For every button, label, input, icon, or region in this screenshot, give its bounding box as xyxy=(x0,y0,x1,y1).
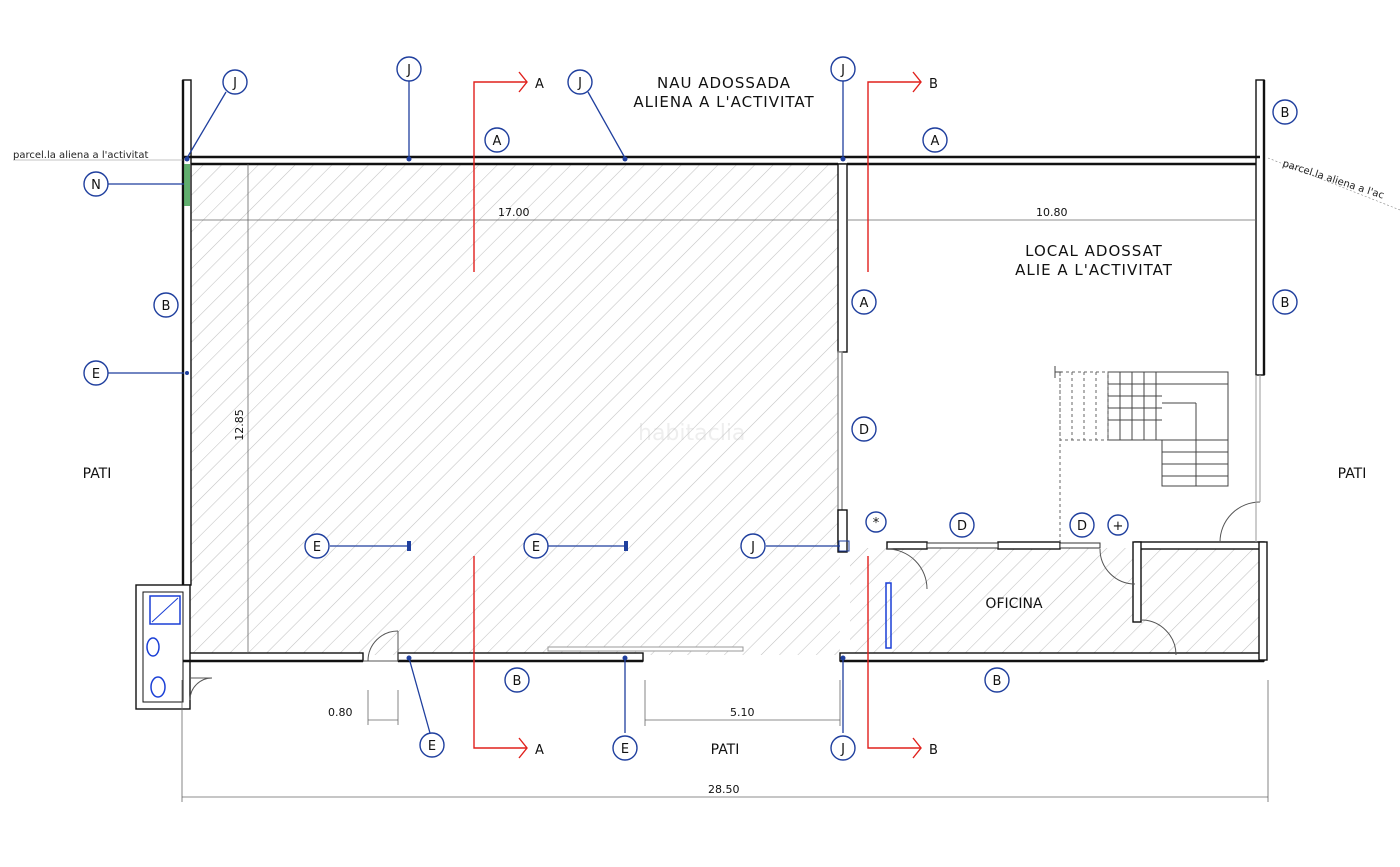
tag-j-mid: J xyxy=(750,540,755,555)
plus-icon: + xyxy=(1113,519,1124,534)
tag-j-top4: J xyxy=(840,63,845,78)
tag-e-mid2: E xyxy=(532,540,540,555)
label-pati-bottom: PATI xyxy=(711,742,740,758)
tag-j-top3: J xyxy=(577,76,582,91)
label-local-line2: ALIE A L'ACTIVITAT xyxy=(1015,261,1173,279)
label-nau-line2: ALIENA A L'ACTIVITAT xyxy=(633,93,814,111)
windows xyxy=(547,542,1101,652)
tag-labels: J J J J N B E E E J E E J A A A D B B B … xyxy=(91,63,1289,757)
tag-n-left: N xyxy=(91,178,101,193)
tag-e-bottom1: E xyxy=(428,739,436,754)
dim-width-main: 17.00 xyxy=(498,206,530,219)
label-parcela-left: parcel.la aliena a l'activitat xyxy=(13,150,148,161)
tag-b-right1: B xyxy=(1281,106,1290,121)
tag-d-office1: D xyxy=(957,519,967,534)
tag-d-office2: D xyxy=(1077,519,1087,534)
dim-depth: 12.85 xyxy=(233,409,246,441)
tag-j-bottom: J xyxy=(840,742,845,757)
label-local-line1: LOCAL ADOSSAT xyxy=(1025,242,1163,260)
staircase xyxy=(1054,366,1229,542)
toilet-icon xyxy=(150,676,166,698)
green-fixture xyxy=(184,164,190,206)
tag-a-mid: A xyxy=(860,296,869,311)
dim-opening-width: 5.10 xyxy=(730,706,755,719)
section-lines xyxy=(473,71,922,759)
tag-b-bottom2: B xyxy=(993,674,1002,689)
tag-b-right2: B xyxy=(1281,296,1290,311)
label-nau-line1: NAU ADOSSADA xyxy=(657,74,791,92)
asterisk-icon: * xyxy=(873,516,880,531)
tag-a-top2: A xyxy=(931,134,940,149)
sink-icon xyxy=(149,595,181,625)
office-floor xyxy=(850,548,1260,655)
tag-b-bottom1: B xyxy=(513,674,522,689)
leader-lines xyxy=(108,80,844,734)
label-pati-left: PATI xyxy=(83,466,112,482)
main-warehouse-floor xyxy=(190,163,840,655)
tag-j-top1: J xyxy=(232,76,237,91)
tag-b-left: B xyxy=(162,299,171,314)
section-a-top: A xyxy=(535,77,544,92)
tag-e-mid1: E xyxy=(313,540,321,555)
dim-width-local: 10.80 xyxy=(1036,206,1068,219)
label-oficina: OFICINA xyxy=(985,596,1043,612)
section-b-bottom: B xyxy=(929,743,938,758)
label-parcela-right: parcel.la aliena a l'ac xyxy=(1281,158,1385,201)
dim-total-width: 28.50 xyxy=(708,783,740,796)
office-blue-panel xyxy=(885,582,892,649)
tag-j-top2: J xyxy=(406,63,411,78)
dim-door-width: 0.80 xyxy=(328,706,353,719)
wall-edges xyxy=(181,80,1266,663)
tag-e-bottom2: E xyxy=(621,742,629,757)
section-b-top: B xyxy=(929,77,938,92)
toilet-block xyxy=(142,591,213,703)
dimension-lines xyxy=(181,164,1269,802)
tag-d-mid: D xyxy=(859,423,869,438)
doors xyxy=(363,375,1261,662)
tag-e-left: E xyxy=(92,367,100,382)
label-pati-right: PATI xyxy=(1338,466,1367,482)
leader-dots xyxy=(184,156,850,661)
tag-a-top1: A xyxy=(493,134,502,149)
washbasin-icon xyxy=(146,637,160,657)
tag-circles xyxy=(83,56,1298,761)
section-a-bottom: A xyxy=(535,743,544,758)
